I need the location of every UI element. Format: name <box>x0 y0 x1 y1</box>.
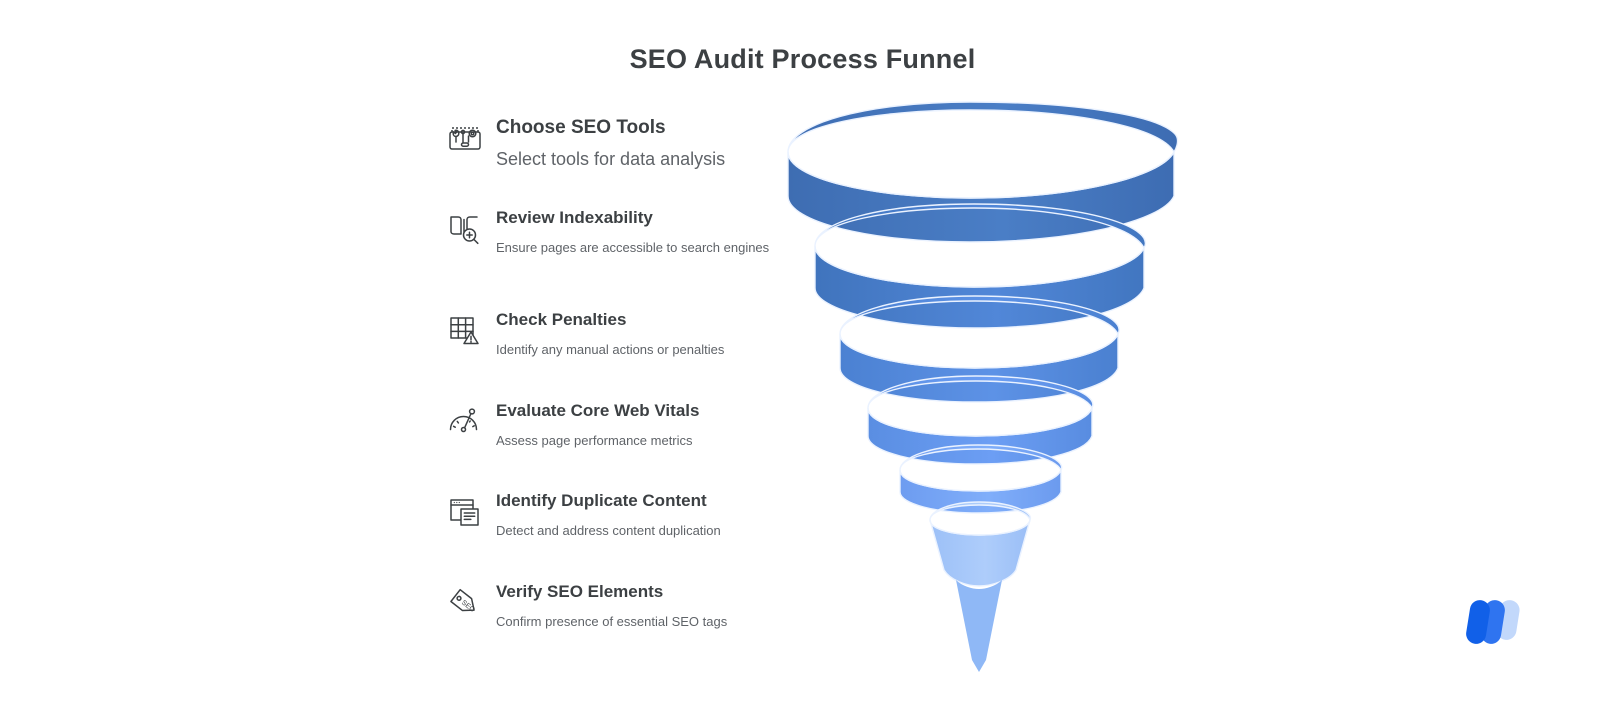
list-item-description: Assess page performance metrics <box>496 433 693 448</box>
list-item-text: Check Penalties Identify any manual acti… <box>496 310 774 358</box>
toolbox-icon <box>444 118 486 160</box>
duplicate-window-icon <box>444 491 486 533</box>
seo-tag-icon: SEO <box>444 582 486 624</box>
list-item-description: Confirm presence of essential SEO tags <box>496 614 728 629</box>
book-search-icon <box>444 208 486 250</box>
list-item-title: Verify SEO Elements <box>496 582 664 601</box>
spiral-funnel-graphic <box>770 100 1200 690</box>
list-item-title: Identify Duplicate Content <box>496 491 707 510</box>
list-item-title: Check Penalties <box>496 310 627 329</box>
list-item-text: Review Indexability Ensure pages are acc… <box>496 208 774 256</box>
brand-logo <box>1464 596 1524 648</box>
speedometer-icon <box>444 401 486 443</box>
list-item-text: Identify Duplicate Content Detect and ad… <box>496 491 774 539</box>
list-item-title: Evaluate Core Web Vitals <box>496 401 700 420</box>
list-item-text: Verify SEO Elements Confirm presence of … <box>496 582 774 630</box>
svg-text:SEO: SEO <box>460 599 476 614</box>
list-item-description: Ensure pages are accessible to search en… <box>496 240 770 255</box>
grid-warning-icon <box>444 310 486 352</box>
list-item-title: Review Indexability <box>496 208 653 227</box>
list-item-description: Detect and address content duplication <box>496 523 721 538</box>
list-item-text: Choose SEO Tools Select tools for data a… <box>496 118 774 170</box>
list-item-description: Identify any manual actions or penalties <box>496 342 725 357</box>
list-item-description: Select tools for data analysis <box>496 149 726 169</box>
list-item-title: Choose SEO Tools <box>496 117 666 138</box>
list-item-text: Evaluate Core Web Vitals Assess page per… <box>496 401 774 449</box>
page-title: SEO Audit Process Funnel <box>629 44 976 74</box>
